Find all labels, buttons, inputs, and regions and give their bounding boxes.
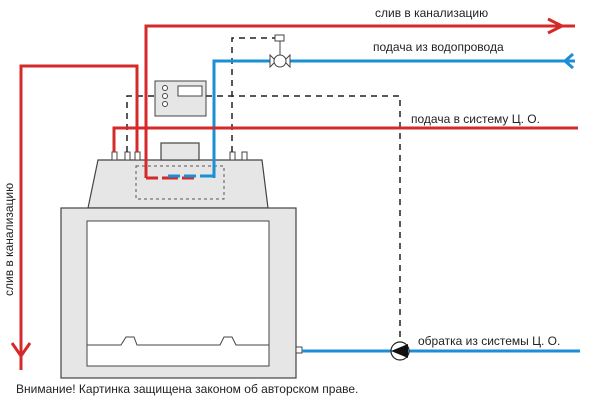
boiler-firebox xyxy=(86,220,270,367)
pipe-drain-left xyxy=(19,64,139,358)
control-line-valve xyxy=(231,37,275,152)
label-heating-supply: подача в систему Ц. О. xyxy=(411,112,540,126)
control-line-right xyxy=(206,95,401,340)
pipe-drain-top xyxy=(144,24,575,178)
water-supply-arrow xyxy=(562,52,574,70)
heat-exchanger-outline xyxy=(135,165,225,200)
drain-left-arrow xyxy=(10,342,32,359)
pipe-heating-supply xyxy=(112,126,578,152)
boiler-top-housing xyxy=(87,159,269,209)
copyright-notice: Внимание! Картинка защищена законом об а… xyxy=(16,382,358,396)
solenoid-valve xyxy=(269,34,291,69)
label-drain-left: слив в канализацию xyxy=(2,183,16,296)
control-line-left xyxy=(126,95,155,152)
pipe-water-supply xyxy=(212,59,575,178)
circulation-pump xyxy=(390,341,410,361)
label-heating-return: обратка из системы Ц. О. xyxy=(418,334,560,348)
label-water-supply: подача из водопровода xyxy=(373,40,504,54)
drain-top-arrow xyxy=(547,17,566,35)
firebox-grate xyxy=(87,336,269,346)
controller xyxy=(154,80,207,117)
boiler-top-module xyxy=(160,142,200,161)
label-drain-top: слив в канализацию xyxy=(375,6,488,20)
